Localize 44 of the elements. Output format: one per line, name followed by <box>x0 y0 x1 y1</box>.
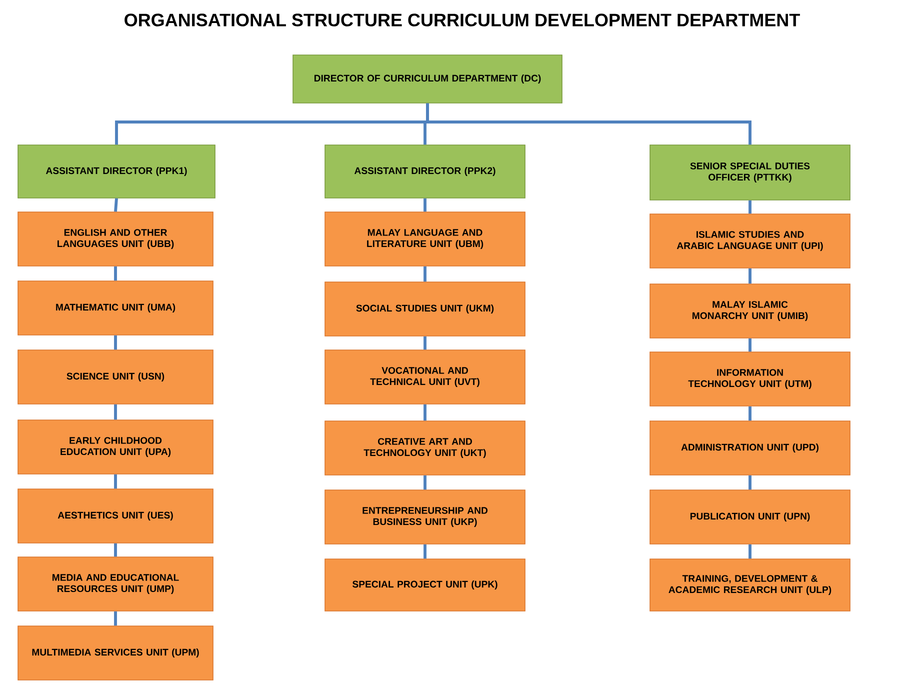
connector-line <box>114 266 117 281</box>
connector-line <box>748 268 752 284</box>
unit-box: ISLAMIC STUDIES AND ARABIC LANGUAGE UNIT (UPI) <box>650 214 850 268</box>
connector-line <box>114 474 117 489</box>
unit-box: MATHEMATIC UNIT (UMA) <box>18 280 214 336</box>
connector-line <box>424 404 426 421</box>
unit-box: SOCIAL STUDIES UNIT (UKM) <box>324 282 526 336</box>
unit-box: VOCATIONAL AND TECHNICAL UNIT (UVT) <box>324 350 526 404</box>
unit-box: SCIENCE UNIT (USN) <box>18 350 214 404</box>
connector-line <box>748 200 752 214</box>
unit-box: PUBLICATION UNIT (UPN) <box>650 490 850 544</box>
director-box: DIRECTOR OF CURRICULUM DEPARTMENT (DC) <box>292 54 562 104</box>
unit-box: ENGLISH AND OTHER LANGUAGES UNIT (UBB) <box>18 212 214 266</box>
unit-box: ENTREPRENEURSHIP AND BUSINESS UNIT (UKP) <box>324 490 526 544</box>
connector-line <box>114 543 117 557</box>
header-box: ASSISTANT DIRECTOR (PPK2) <box>324 144 526 198</box>
connector-line <box>426 103 752 145</box>
connector-line <box>748 338 752 352</box>
connector-line <box>424 544 426 559</box>
connector-line <box>424 266 426 282</box>
connector-line <box>748 406 752 421</box>
connector-line <box>424 336 426 350</box>
unit-box: SPECIAL PROJECT UNIT (UPK) <box>324 558 526 612</box>
connector-line <box>114 335 117 350</box>
connector-line <box>424 198 426 212</box>
unit-box: MULTIMEDIA SERVICES UNIT (UPM) <box>18 626 214 680</box>
unit-box: AESTHETICS UNIT (UES) <box>18 488 214 544</box>
header-box: ASSISTANT DIRECTOR (PPK1) <box>18 144 216 198</box>
title: ORGANISATIONAL STRUCTURE CURRICULUM DEVELOPMENT DEPARTMENT <box>124 14 800 26</box>
connector-line <box>114 404 117 420</box>
connector-line <box>748 544 752 559</box>
unit-box: INFORMATION TECHNOLOGY UNIT (UTM) <box>650 352 850 406</box>
unit-box: ADMINISTRATION UNIT (UPD) <box>650 420 850 476</box>
unit-box: MEDIA AND EDUCATIONAL RESOURCES UNIT (UMP) <box>18 556 214 612</box>
unit-box: EARLY CHILDHOOD EDUCATION UNIT (UPA) <box>18 420 214 474</box>
unit-box: MALAY ISLAMIC MONARCHY UNIT (UMIB) <box>650 284 850 338</box>
header-box: SENIOR SPECIAL DUTIES OFFICER (PTTKK) <box>650 144 850 200</box>
connector-line <box>114 611 117 626</box>
unit-box: TRAINING, DEVELOPMENT & ACADEMIC RESEARCH UNIT (ULP) <box>650 558 850 612</box>
connector-line <box>424 475 426 490</box>
unit-box: MALAY LANGUAGE AND LITERATURE UNIT (UBM) <box>324 212 526 266</box>
connector-line <box>748 475 752 490</box>
unit-box: CREATIVE ART AND TECHNOLOGY UNIT (UKT) <box>324 420 526 476</box>
connector-line <box>114 198 118 212</box>
